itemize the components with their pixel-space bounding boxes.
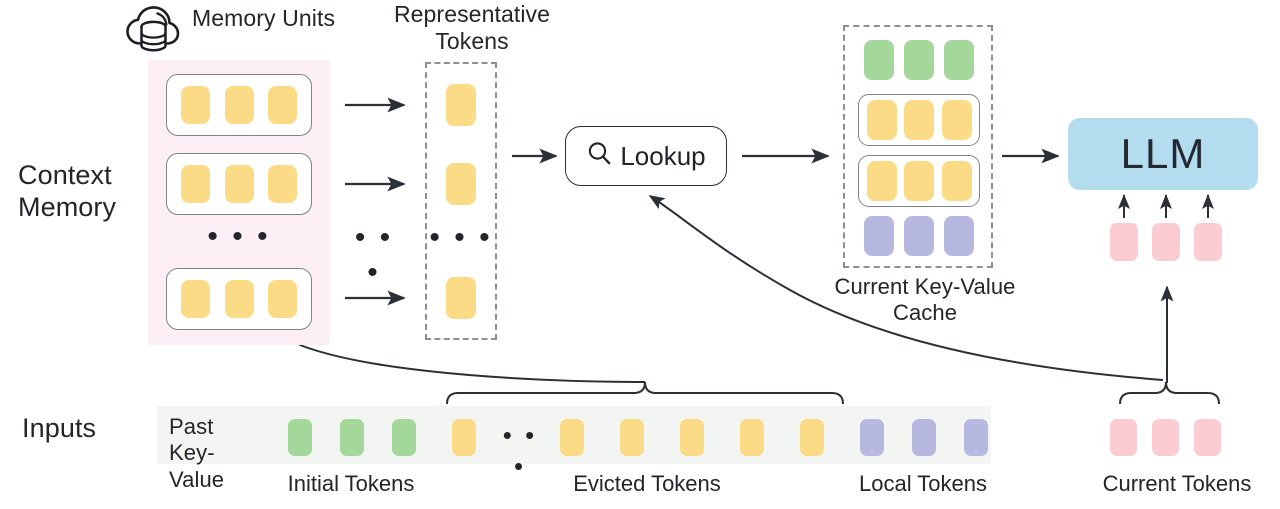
- search-icon: [586, 140, 613, 172]
- caption-local-tokens: Local Tokens: [858, 471, 987, 496]
- token-purple: [864, 216, 894, 256]
- llm-node: LLM: [1068, 118, 1258, 190]
- input-token-evicted: [680, 419, 704, 456]
- input-token-local: [912, 419, 936, 456]
- input-token-initial: [340, 419, 364, 456]
- llm-input-token: [1194, 223, 1222, 261]
- representative-tokens-heading: Representative Tokens: [393, 1, 551, 55]
- token-green: [864, 40, 894, 80]
- inputs-ellipsis: • • •: [502, 420, 538, 481]
- input-token-evicted: [560, 419, 584, 456]
- llm-label: LLM: [1120, 130, 1206, 177]
- input-token-evicted: [620, 419, 644, 456]
- token-yellow: [224, 280, 254, 318]
- arrow-current-to-lookup: [648, 195, 1164, 381]
- lookup-node[interactable]: Lookup: [565, 126, 727, 186]
- current-token: [1194, 419, 1221, 456]
- current-kv-cache-caption: Current Key-Value Cache: [834, 274, 1016, 325]
- token-yellow: [224, 165, 254, 203]
- input-token-initial: [288, 419, 312, 456]
- input-token-evicted: [740, 419, 764, 456]
- input-token-local: [964, 419, 988, 456]
- caption-initial-tokens: Initial Tokens: [287, 471, 415, 496]
- context-memory-row-label: Context Memory: [18, 160, 117, 222]
- kv-cache-row-retrieved: [858, 155, 980, 207]
- kv-cache-row-retrieved: [858, 94, 980, 146]
- token-yellow: [267, 86, 297, 124]
- token-yellow: [224, 86, 254, 124]
- token-yellow: [267, 280, 297, 318]
- token-purple: [904, 216, 934, 256]
- llm-input-token: [1152, 223, 1180, 261]
- token-yellow: [904, 161, 934, 201]
- memory-unit: [166, 74, 312, 136]
- token-yellow: [941, 100, 972, 140]
- current-kv-cache-group: [843, 25, 993, 268]
- token-yellow: [181, 165, 211, 203]
- token-green: [904, 40, 934, 80]
- token-purple: [944, 216, 974, 256]
- token-yellow: [904, 100, 934, 140]
- input-token-local: [860, 419, 884, 456]
- token-yellow: [181, 280, 211, 318]
- representative-token: [446, 277, 476, 319]
- representative-token: [446, 84, 476, 126]
- input-token-evicted: [452, 419, 476, 456]
- current-token: [1110, 419, 1137, 456]
- inputs-row-label: Inputs: [22, 413, 97, 443]
- caption-current-tokens: Current Tokens: [1102, 471, 1252, 496]
- cloud-database-icon: [124, 3, 182, 60]
- arrow-evicted-to-context-memory: [260, 314, 646, 383]
- memory-unit: [166, 268, 312, 330]
- kv-cache-row-local: [864, 216, 974, 256]
- token-yellow: [181, 86, 211, 124]
- llm-input-token: [1110, 223, 1138, 261]
- input-token-evicted: [800, 419, 824, 456]
- representative-tokens-ellipsis: • • •: [429, 221, 493, 254]
- memory-units-heading: Memory Units: [192, 5, 336, 31]
- kv-cache-row-initial: [864, 40, 974, 80]
- brace-current-tokens: [1119, 381, 1220, 405]
- arrows-ellipsis: • • •: [354, 221, 394, 290]
- token-yellow: [267, 165, 297, 203]
- representative-tokens-group: [425, 62, 497, 340]
- token-yellow: [866, 100, 897, 140]
- memory-units-ellipsis: • • •: [207, 220, 271, 253]
- token-yellow: [866, 161, 897, 201]
- memory-unit: [166, 153, 312, 215]
- token-green: [944, 40, 974, 80]
- past-key-value-label: Past Key-Value: [169, 414, 225, 492]
- caption-evicted-tokens: Evicted Tokens: [573, 471, 721, 496]
- lookup-label: Lookup: [620, 140, 706, 171]
- representative-token: [446, 163, 476, 205]
- token-yellow: [941, 161, 972, 201]
- input-token-initial: [392, 419, 416, 456]
- current-token: [1152, 419, 1179, 456]
- brace-evicted-tokens: [446, 381, 844, 405]
